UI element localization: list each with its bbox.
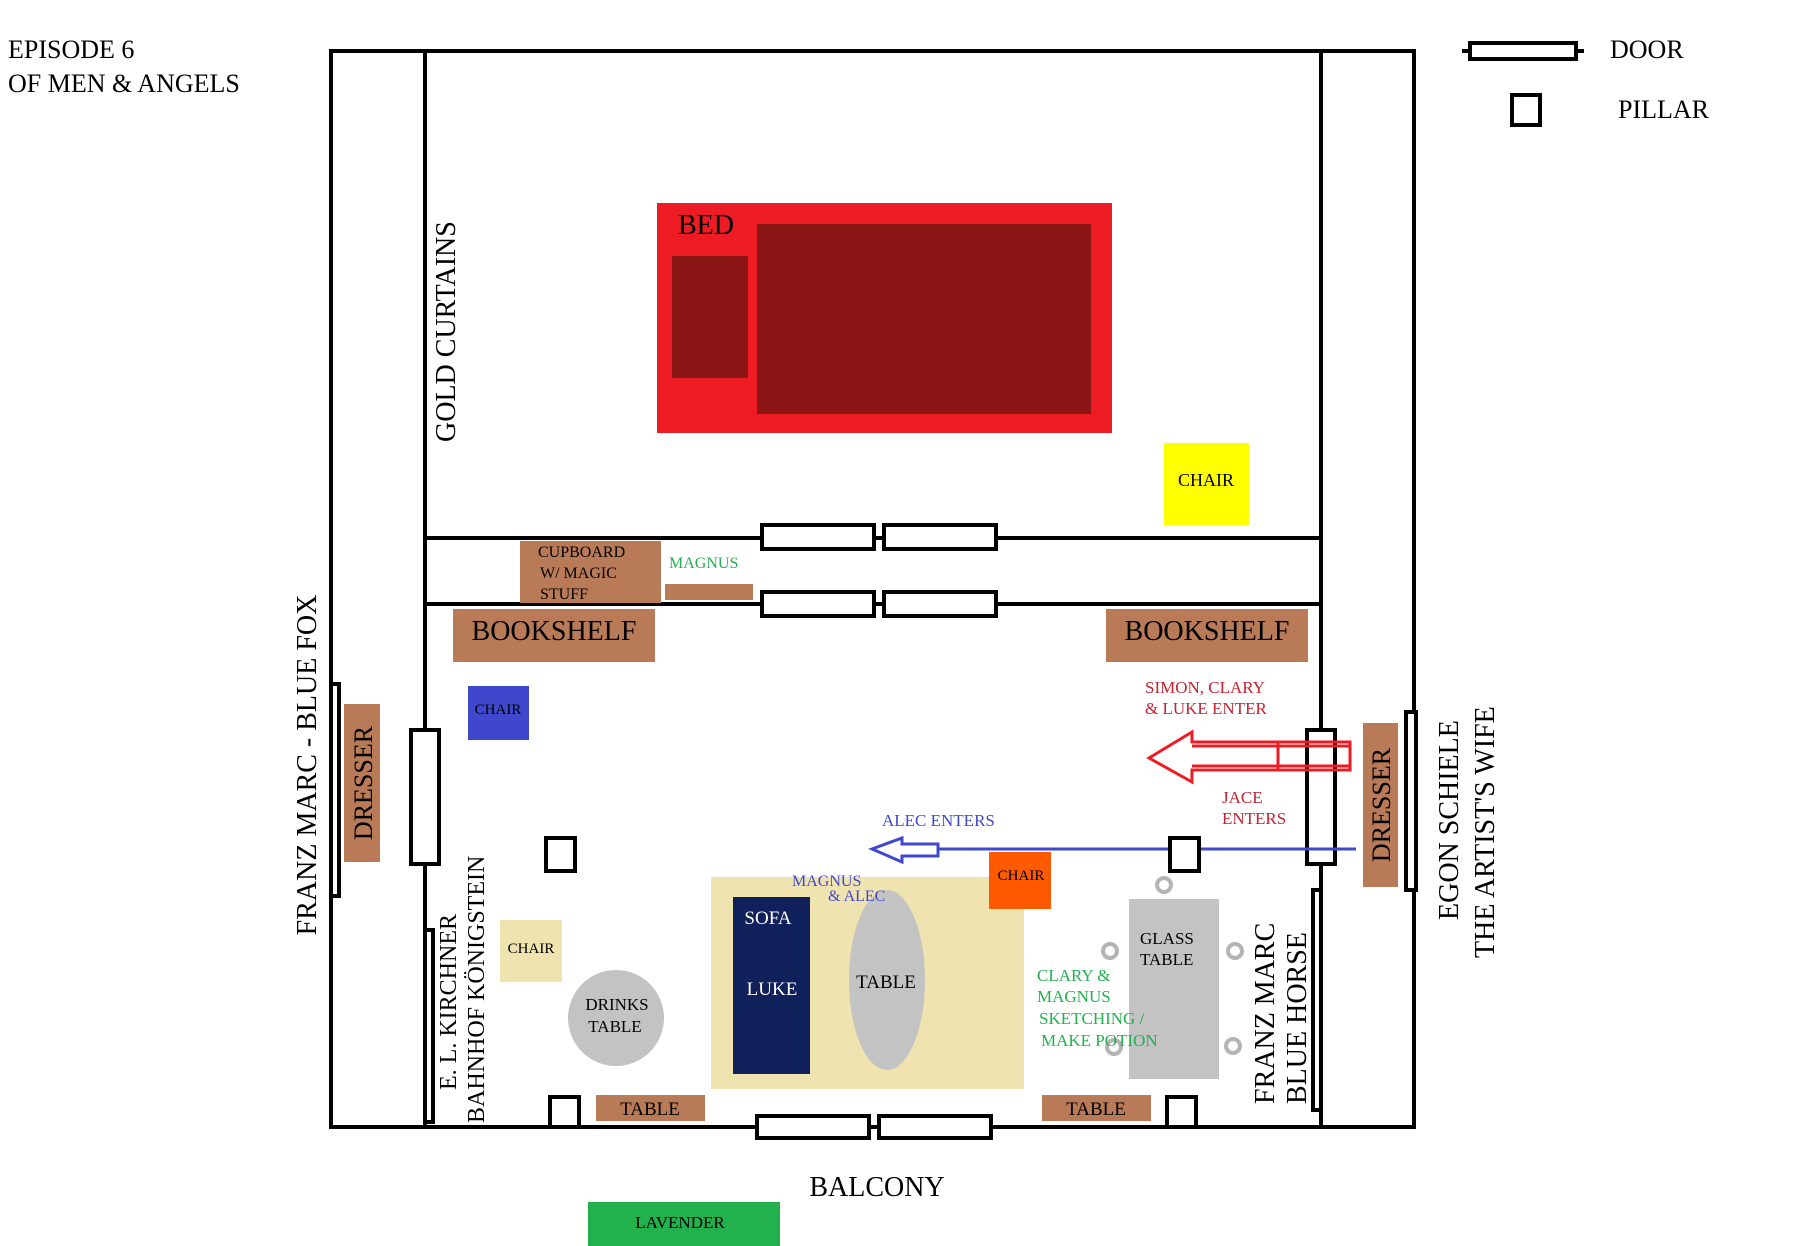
glass-table-label-1: GLASS xyxy=(1140,929,1194,948)
painting-blue-fox xyxy=(329,682,341,898)
pillar-2 xyxy=(1168,836,1201,873)
clary-magnus-label-2: MAGNUS xyxy=(1037,987,1111,1006)
dresser-left-label: DRESSER xyxy=(349,725,378,840)
stool-3 xyxy=(1226,942,1244,960)
pillar-4 xyxy=(1165,1095,1198,1129)
bed-label: BED xyxy=(678,210,734,241)
sofa-label: SOFA xyxy=(744,908,791,929)
painting-blue-horse xyxy=(1311,888,1323,1112)
chair-beige-label: CHAIR xyxy=(508,941,555,957)
door-balcony-1 xyxy=(755,1114,871,1140)
door-bedroom-2 xyxy=(882,523,998,551)
pillar-1 xyxy=(544,836,577,873)
gold-curtains-label: GOLD CURTAINS xyxy=(431,221,462,442)
glass-table-stools xyxy=(1101,876,1244,1056)
glass-table xyxy=(1129,899,1219,1079)
dresser-right-label: DRESSER xyxy=(1367,747,1396,862)
dresser-right xyxy=(1363,723,1398,887)
luke-label: LUKE xyxy=(747,979,798,1000)
entry-arrow-blue xyxy=(867,835,1356,865)
drinks-table-label-2: TABLE xyxy=(588,1017,641,1036)
pillar-3 xyxy=(548,1095,581,1129)
bookshelf-right xyxy=(1106,609,1308,662)
sofa xyxy=(733,897,810,1074)
chair-yellow-label: CHAIR xyxy=(1178,470,1234,490)
legend-pillar-symbol xyxy=(1510,93,1542,127)
bookshelf-left-label: BOOKSHELF xyxy=(472,616,637,647)
pillars xyxy=(544,836,1201,1129)
episode-title: EPISODE 6 xyxy=(8,35,134,64)
magnus-bench xyxy=(665,584,753,600)
chair-orange xyxy=(989,852,1051,909)
lavender-label: LAVENDER xyxy=(635,1213,725,1232)
drinks-table xyxy=(568,970,664,1066)
chair-beige xyxy=(500,920,562,982)
bookshelf-right-label: BOOKSHELF xyxy=(1125,616,1290,647)
magnus-top-label: MAGNUS xyxy=(669,555,738,572)
jace-label-1: JACE xyxy=(1222,788,1263,807)
sketching-label-2: MAKE POTION xyxy=(1041,1031,1158,1050)
door-left xyxy=(409,728,441,866)
door-balcony-2 xyxy=(877,1114,993,1140)
cupboard-label-3: STUFF xyxy=(540,586,588,603)
door-living-1 xyxy=(760,590,876,618)
stool-4 xyxy=(1105,1038,1123,1056)
stool-2 xyxy=(1101,942,1119,960)
drinks-table-label-1: DRINKS xyxy=(585,995,648,1014)
alec-enters-label: ALEC ENTERS xyxy=(882,811,995,830)
balcony-label: BALCONY xyxy=(809,1172,944,1203)
door-living-2 xyxy=(882,590,998,618)
chair-yellow xyxy=(1164,443,1249,525)
entry-red-label-1: SIMON, CLARY xyxy=(1145,678,1265,697)
table-bottom-left-label: TABLE xyxy=(620,1099,680,1120)
entry-red-label-2: & LUKE ENTER xyxy=(1145,699,1267,718)
chair-blue-label: CHAIR xyxy=(475,702,522,718)
table-bottom-right xyxy=(1042,1095,1151,1121)
cupboard-label-1: CUPBOARD xyxy=(538,544,625,561)
oval-table-label: TABLE xyxy=(856,972,916,993)
outer-wall xyxy=(329,49,1416,1129)
jace-label-2: ENTERS xyxy=(1222,809,1286,828)
clary-magnus-label-1: CLARY & xyxy=(1037,966,1111,985)
bed-mattress xyxy=(757,224,1091,414)
lavender-planter xyxy=(588,1202,780,1246)
stool-1 xyxy=(1155,876,1173,894)
magnus-alec-label-1: MAGNUS xyxy=(792,873,861,890)
chair-blue xyxy=(468,686,529,740)
bed-pillow xyxy=(672,256,748,378)
painting-blue-horse-label-2: BLUE HORSE xyxy=(1282,932,1313,1104)
painting-kirchner-label-2: BAHNHOF KÖNIGSTEIN xyxy=(464,856,490,1123)
cupboard xyxy=(520,541,661,603)
paintings xyxy=(329,682,1418,1124)
dresser-left xyxy=(344,704,380,862)
entry-arrow-red xyxy=(1146,729,1352,785)
episode-subtitle: OF MEN & ANGELS xyxy=(8,69,240,98)
painting-kirchner xyxy=(423,928,435,1124)
sketching-label-1: SKETCHING / xyxy=(1039,1009,1145,1028)
door-bedroom-1 xyxy=(760,523,876,551)
cupboard-label-2: W/ MAGIC xyxy=(540,565,617,582)
table-bottom-left xyxy=(596,1095,705,1121)
chair-orange-label: CHAIR xyxy=(998,868,1045,884)
painting-kirchner-label-1: E. L. KIRCHNER xyxy=(436,914,462,1090)
legend-door-label: DOOR xyxy=(1610,35,1684,64)
painting-schiele xyxy=(1404,710,1418,892)
glass-table-label-2: TABLE xyxy=(1140,950,1193,969)
magnus-alec-label-2: & ALEC xyxy=(828,888,885,905)
stool-5 xyxy=(1224,1037,1242,1055)
bookshelf-left xyxy=(453,609,655,662)
painting-blue-horse-label-1: FRANZ MARC xyxy=(1250,923,1281,1104)
legend: DOOR PILLAR xyxy=(1462,35,1710,127)
legend-door-symbol xyxy=(1468,41,1578,61)
legend-pillar-label: PILLAR xyxy=(1618,95,1710,124)
table-bottom-right-label: TABLE xyxy=(1066,1099,1126,1120)
painting-schiele-label-1: EGON SCHIELE xyxy=(1434,720,1465,920)
oval-table xyxy=(849,890,925,1070)
painting-schiele-label-2: THE ARTIST'S WIFE xyxy=(1470,706,1501,958)
painting-blue-fox-label: FRANZ MARC - BLUE FOX xyxy=(292,595,323,936)
doors xyxy=(409,523,1337,1140)
door-right xyxy=(1305,728,1337,866)
